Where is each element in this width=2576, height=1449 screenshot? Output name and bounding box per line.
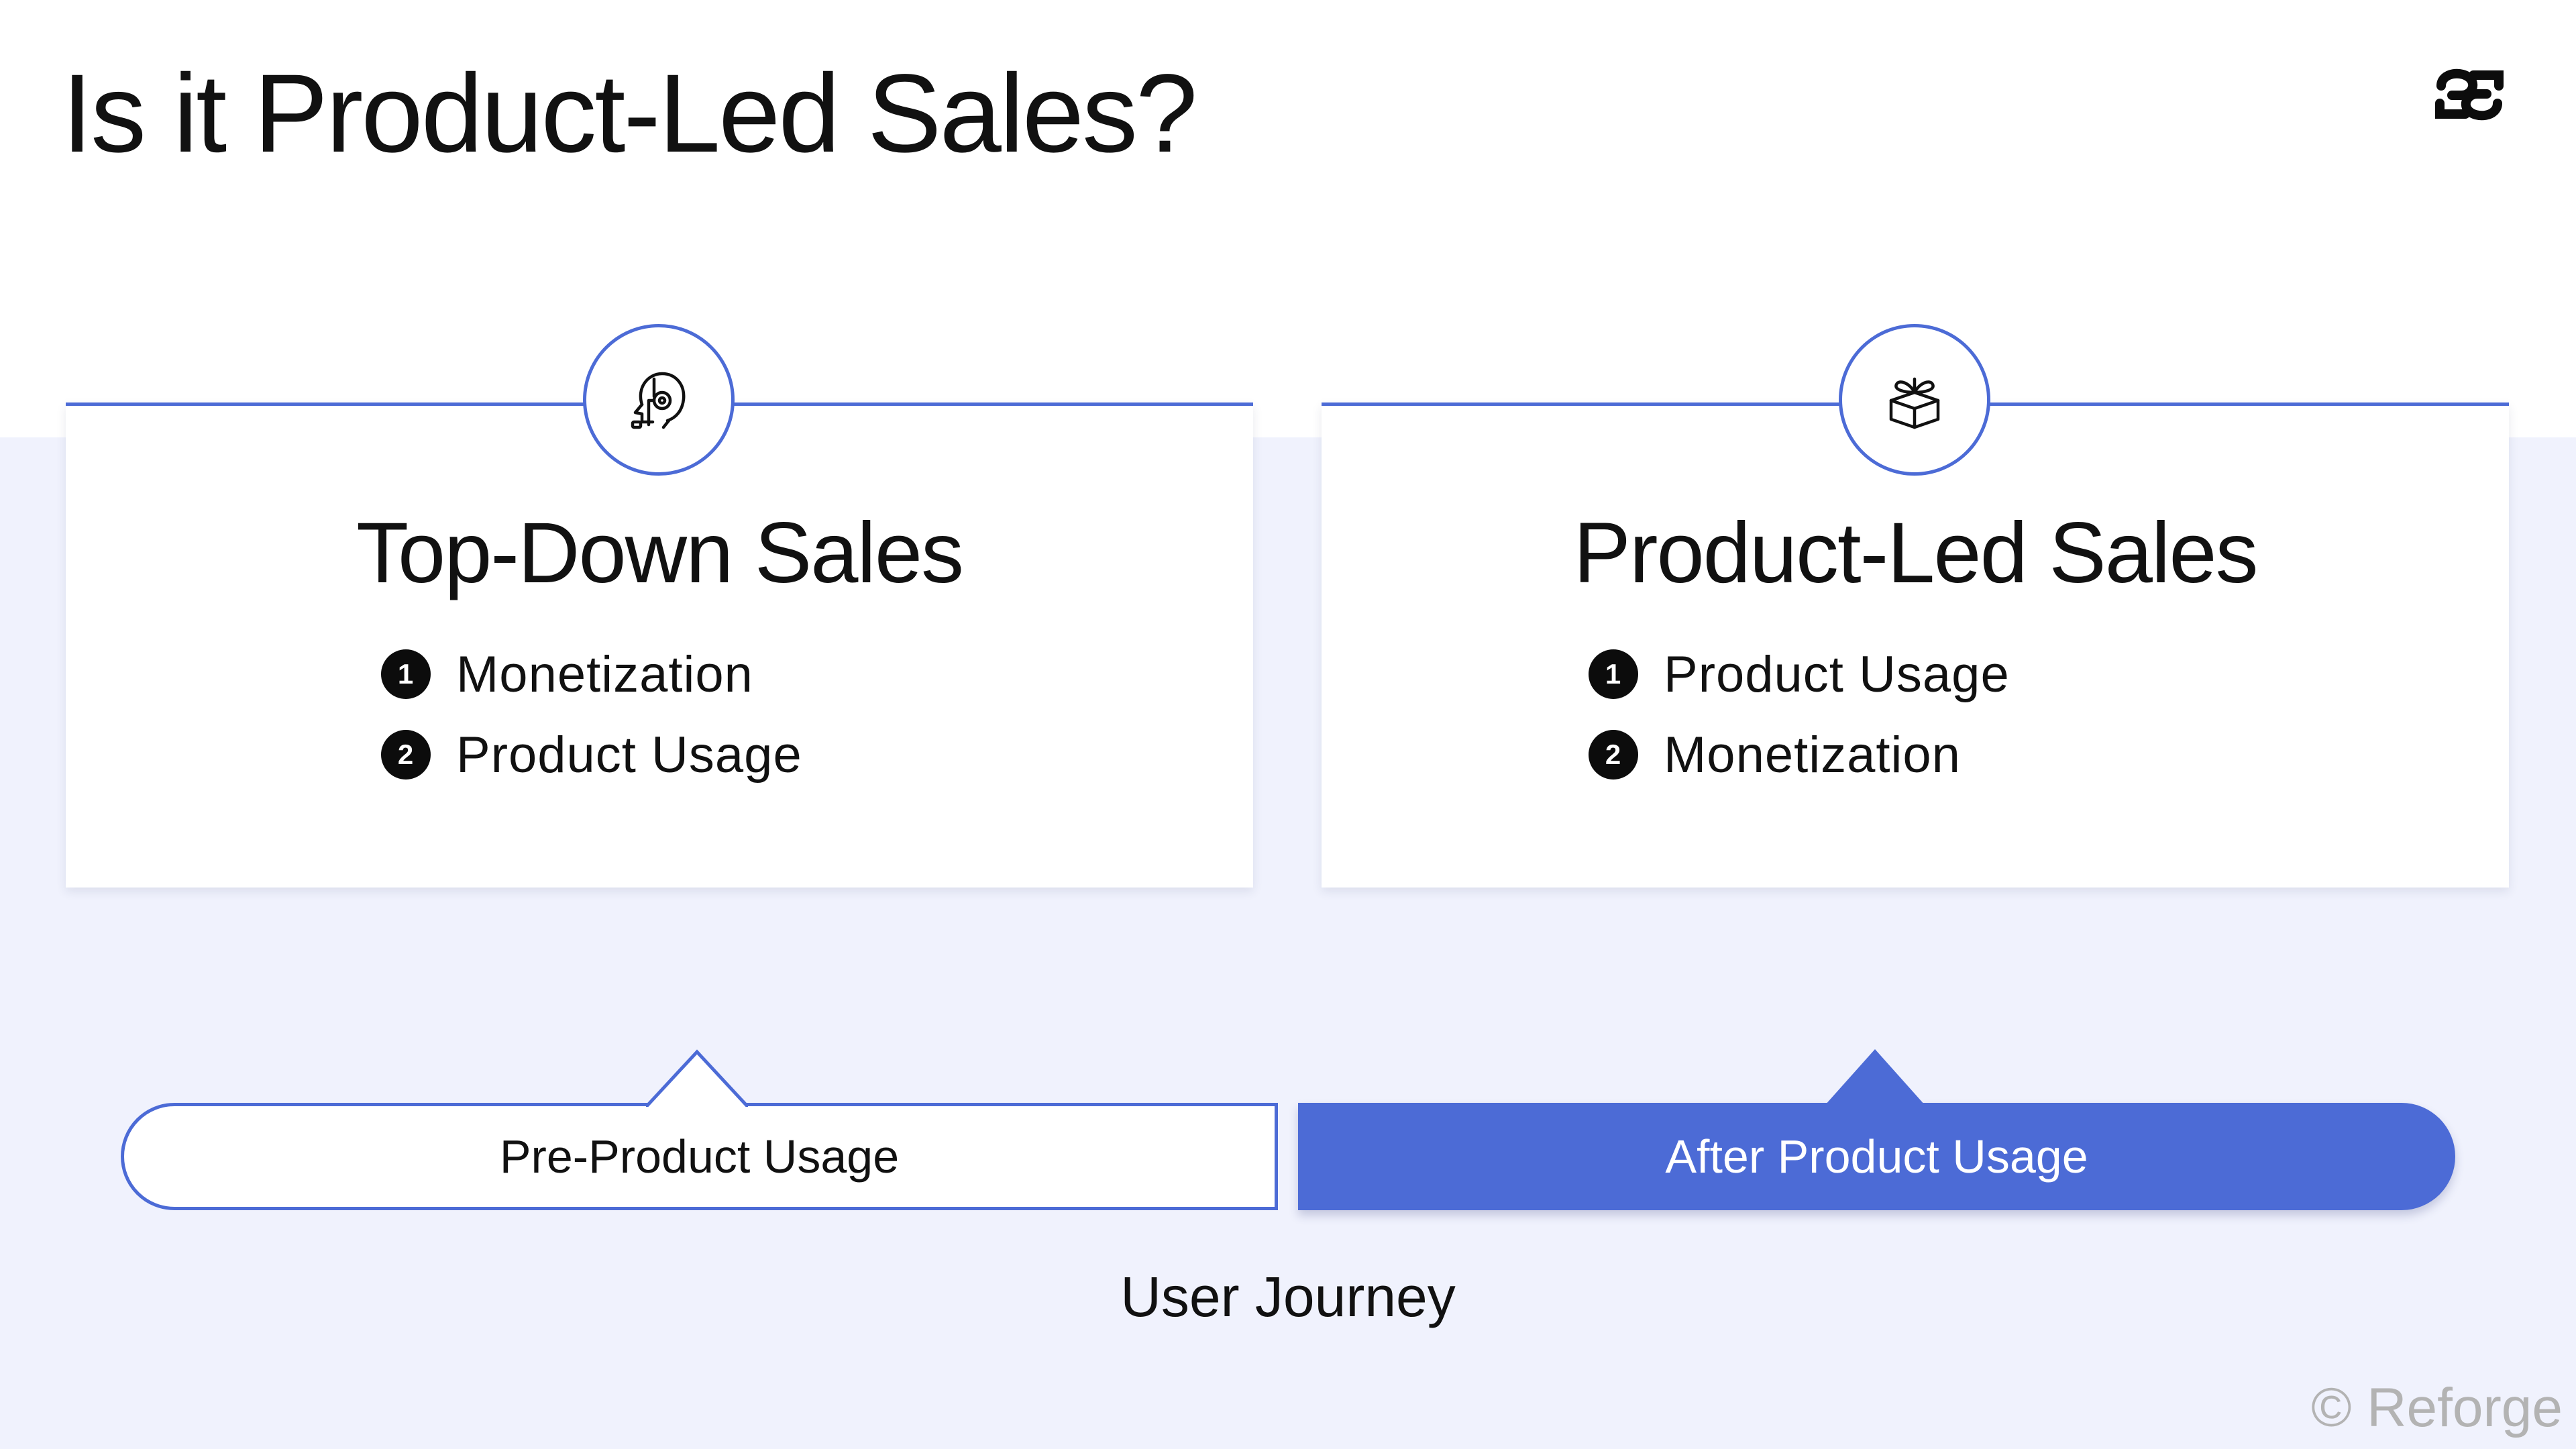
- list-item: 2 Monetization: [1589, 714, 2010, 795]
- pre-product-usage-label: Pre-Product Usage: [499, 1130, 900, 1183]
- reforge-logo-icon: [2435, 68, 2504, 121]
- list-item-label: Monetization: [1664, 726, 1961, 784]
- user-journey-caption: User Journey: [1120, 1265, 1456, 1328]
- list-item-label: Monetization: [456, 645, 753, 703]
- pre-product-usage-bar: Pre-Product Usage: [121, 1103, 1278, 1210]
- headset-badge: [583, 324, 735, 476]
- card-list: 1 Product Usage 2 Monetization: [1589, 634, 2010, 795]
- product-led-sales-card: Product-Led Sales 1 Product Usage 2 Mone…: [1322, 402, 2509, 888]
- gift-box-badge: [1839, 324, 1990, 476]
- number-badge: 2: [1589, 730, 1638, 780]
- card-title: Top-Down Sales: [356, 505, 964, 601]
- list-item: 1 Product Usage: [1589, 634, 2010, 714]
- headset-agent-icon: [631, 372, 686, 429]
- top-down-sales-card: Top-Down Sales 1 Monetization 2 Product …: [66, 402, 1253, 888]
- copyright-text: © Reforge: [2311, 1377, 2563, 1438]
- card-title: Product-Led Sales: [1573, 505, 2258, 601]
- page-title: Is it Product-Led Sales?: [62, 52, 1197, 176]
- number-badge: 1: [381, 649, 431, 699]
- list-item: 2 Product Usage: [381, 714, 802, 795]
- number-badge: 1: [1589, 649, 1638, 699]
- pre-usage-pointer: [646, 1049, 748, 1107]
- after-usage-pointer: [1825, 1049, 1925, 1106]
- list-item-label: Product Usage: [1664, 645, 2010, 703]
- after-product-usage-bar: After Product Usage: [1298, 1103, 2455, 1210]
- number-badge: 2: [381, 730, 431, 780]
- card-list: 1 Monetization 2 Product Usage: [381, 634, 802, 795]
- after-product-usage-label: After Product Usage: [1665, 1130, 2088, 1183]
- gift-box-icon: [1889, 377, 1940, 429]
- list-item: 1 Monetization: [381, 634, 802, 714]
- list-item-label: Product Usage: [456, 726, 802, 784]
